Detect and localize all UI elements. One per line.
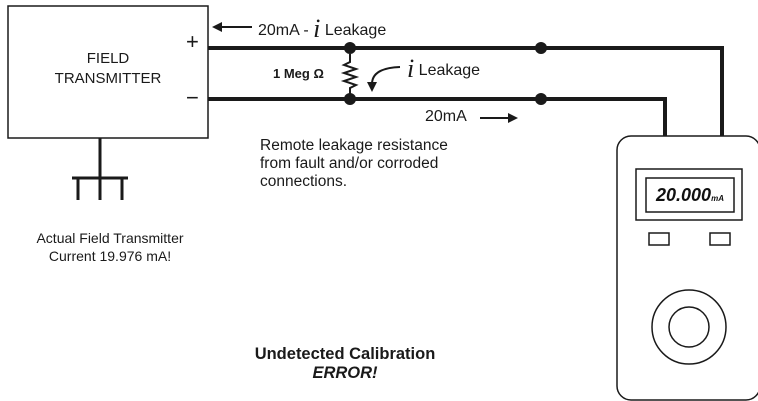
footer-line1: Undetected Calibration <box>254 345 436 363</box>
meter-reading-unit: mA <box>711 194 724 203</box>
caption-line2: Current 19.976 mA! <box>48 248 172 264</box>
transmitter-label-line1: FIELD <box>86 50 130 67</box>
meter-reading: 20.000mA <box>650 181 730 209</box>
transmitter-box <box>7 5 209 139</box>
meter-reading-value: 20.000 <box>656 185 712 205</box>
leakage-resistor <box>340 54 360 94</box>
note-line1: Remote leakage resistance <box>260 137 448 154</box>
caption-line1: Actual Field Transmitter <box>36 230 184 246</box>
top-current-prefix: 20mA - <box>258 22 314 39</box>
bottom-wire <box>208 97 667 136</box>
meter-display-bezel <box>635 168 743 221</box>
arrow-left-icon <box>212 22 252 32</box>
meter-display-window <box>645 177 735 213</box>
leak-symbol: i <box>407 54 415 83</box>
plus-terminal: + <box>186 29 199 54</box>
leak-current-label: i Leakage <box>407 54 480 84</box>
junction-dot <box>344 42 356 54</box>
leak-suffix: Leakage <box>414 62 481 79</box>
top-current-label: 20mA - i Leakage <box>258 14 386 44</box>
note-line3: connections. <box>260 173 348 190</box>
curved-arrow-down-icon <box>367 66 401 92</box>
top-wire <box>208 46 724 136</box>
meter-knob-outer[interactable] <box>651 289 727 365</box>
note-line2: from fault and/or corroded <box>260 155 439 172</box>
minus-terminal: − <box>186 85 199 110</box>
top-current-suffix: Leakage <box>320 22 387 39</box>
leakage-symbol: i <box>313 14 321 43</box>
junction-dot <box>344 93 356 105</box>
meter-knob-inner[interactable] <box>668 306 710 348</box>
meter-right-button[interactable] <box>709 232 731 246</box>
meter-left-button[interactable] <box>648 232 670 246</box>
bottom-current-label: 20mA <box>425 108 467 125</box>
junction-dot <box>535 93 547 105</box>
ground-icon <box>72 138 128 200</box>
junction-dot <box>535 42 547 54</box>
footer-line2: ERROR! <box>312 364 378 382</box>
resistor-label: 1 Meg Ω <box>273 66 324 81</box>
meter-body <box>616 135 758 401</box>
arrow-right-icon <box>480 113 518 123</box>
transmitter-label-line2: TRANSMITTER <box>54 70 162 87</box>
